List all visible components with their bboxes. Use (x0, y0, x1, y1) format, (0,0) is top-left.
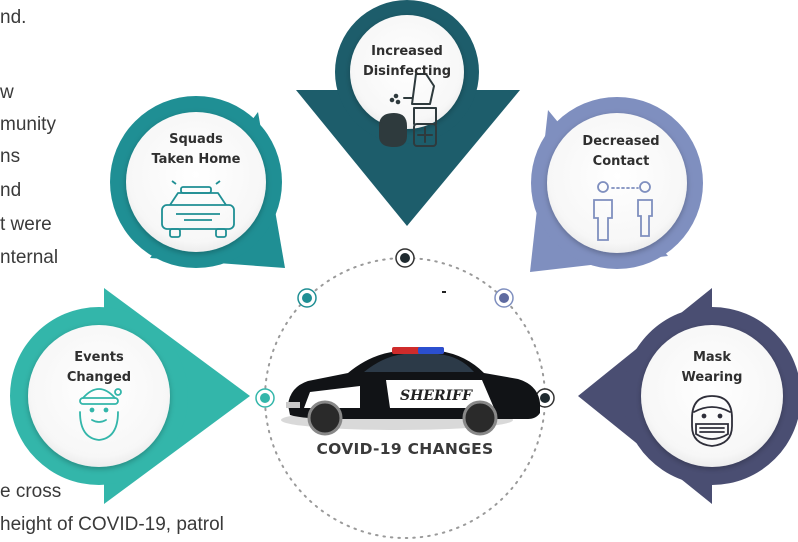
node-mask-line1: Mask (692, 350, 732, 365)
node-contact-label: Decreased Contact (561, 132, 681, 172)
node-mask (578, 288, 798, 504)
node-squads-label: Squads Taken Home (136, 130, 256, 170)
car-badge-text: SHERIFF (400, 388, 473, 404)
mask-face-icon (691, 395, 733, 447)
bg-text-line: e cross (0, 481, 62, 502)
node-contact (530, 97, 703, 272)
node-disinfecting-label: Increased Disinfecting (347, 42, 467, 82)
node-mask-line2: Wearing (681, 370, 743, 385)
distancing-people-icon (593, 181, 653, 241)
node-disinfecting-line1: Increased (371, 44, 443, 59)
connector-dot-upper-right (494, 288, 514, 308)
center-title: COVID-19 CHANGES (316, 440, 494, 458)
node-mask-label: Mask Wearing (652, 348, 772, 388)
bg-text-line: nternal (0, 247, 59, 268)
node-squads-line2: Taken Home (151, 152, 241, 167)
node-disinfecting-line2: Disinfecting (362, 64, 452, 79)
node-disinfecting-disc (350, 15, 464, 129)
bg-text-line: height of COVID-19, patrol (0, 514, 224, 535)
bg-text-line: t were (0, 214, 52, 235)
bg-text-line: nd. (0, 7, 27, 28)
node-events-label: Events Changed (39, 348, 159, 388)
police-car-icon (161, 180, 235, 238)
node-squads-disc (126, 112, 266, 252)
spray-bottle-icon (379, 73, 437, 147)
node-events-line1: Events (74, 350, 124, 365)
connector-dot-right (535, 388, 555, 408)
bg-text-line: w (0, 82, 14, 103)
connector-dot-left (255, 388, 275, 408)
bg-text-line: munity (0, 114, 56, 135)
node-contact-disc (547, 113, 687, 253)
node-squads (110, 96, 285, 268)
connector-dot-top (395, 248, 415, 268)
node-disinfecting-pointer (296, 90, 520, 226)
ring-connector-dots (255, 248, 555, 408)
santa-icon (79, 388, 122, 441)
node-disinfecting (296, 0, 520, 226)
sheriff-car-image: SHERIFF (281, 347, 540, 436)
bg-text-line: nd (0, 180, 22, 201)
node-events (10, 288, 250, 504)
lightbar-blue (418, 347, 444, 354)
node-events-disc (28, 325, 170, 467)
node-squads-line1: Squads (169, 132, 223, 147)
bg-text-line: ns (0, 146, 21, 167)
connector-dot-upper-left (297, 288, 317, 308)
node-contact-line1: Decreased (582, 134, 660, 149)
node-contact-line2: Contact (592, 154, 650, 169)
node-events-line2: Changed (66, 370, 132, 385)
